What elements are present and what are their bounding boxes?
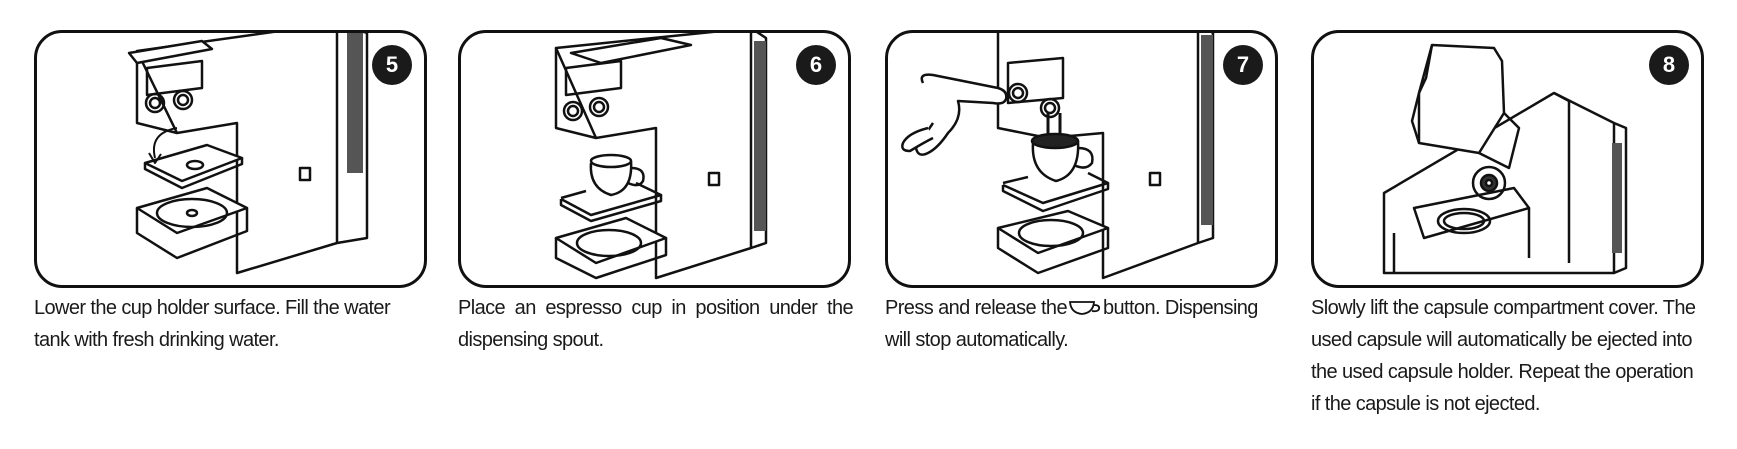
step-6-illustration-panel: 6 xyxy=(458,30,851,288)
step-7-number-badge: 7 xyxy=(1223,45,1263,85)
coffee-machine-lift-capsule-cover-illustration xyxy=(1382,43,1628,275)
step-8: 8 Slowly lift the capsule compartment co… xyxy=(1311,0,1706,449)
step-5-number-badge: 5 xyxy=(372,45,412,85)
step-5: 5 Lower the cup holder surface. Fill the… xyxy=(34,0,429,449)
step-6-number-badge: 6 xyxy=(796,45,836,85)
coffee-machine-place-cup-illustration xyxy=(554,33,768,280)
coffee-machine-lower-cup-holder-illustration xyxy=(127,33,369,275)
step-7-caption-after: button. Dispensing will stop automatical… xyxy=(885,297,1258,351)
espresso-cup-icon xyxy=(1068,301,1101,315)
step-6: 6 Place an espresso cup in position unde… xyxy=(458,0,854,449)
step-7-caption-before: Press and release the xyxy=(885,297,1068,319)
step-6-caption: Place an espresso cup in position under … xyxy=(458,297,854,351)
coffee-machine-press-button-illustration xyxy=(901,33,1215,280)
step-5-caption: Lower the cup holder surface. Fill the w… xyxy=(34,297,391,351)
step-8-caption: Slowly lift the capsule compartment cove… xyxy=(1311,297,1696,415)
step-7-illustration-panel: 7 xyxy=(885,30,1278,288)
step-5-illustration-panel: 5 xyxy=(34,30,427,288)
step-8-number-badge: 8 xyxy=(1649,45,1689,85)
step-8-illustration-panel: 8 xyxy=(1311,30,1704,288)
